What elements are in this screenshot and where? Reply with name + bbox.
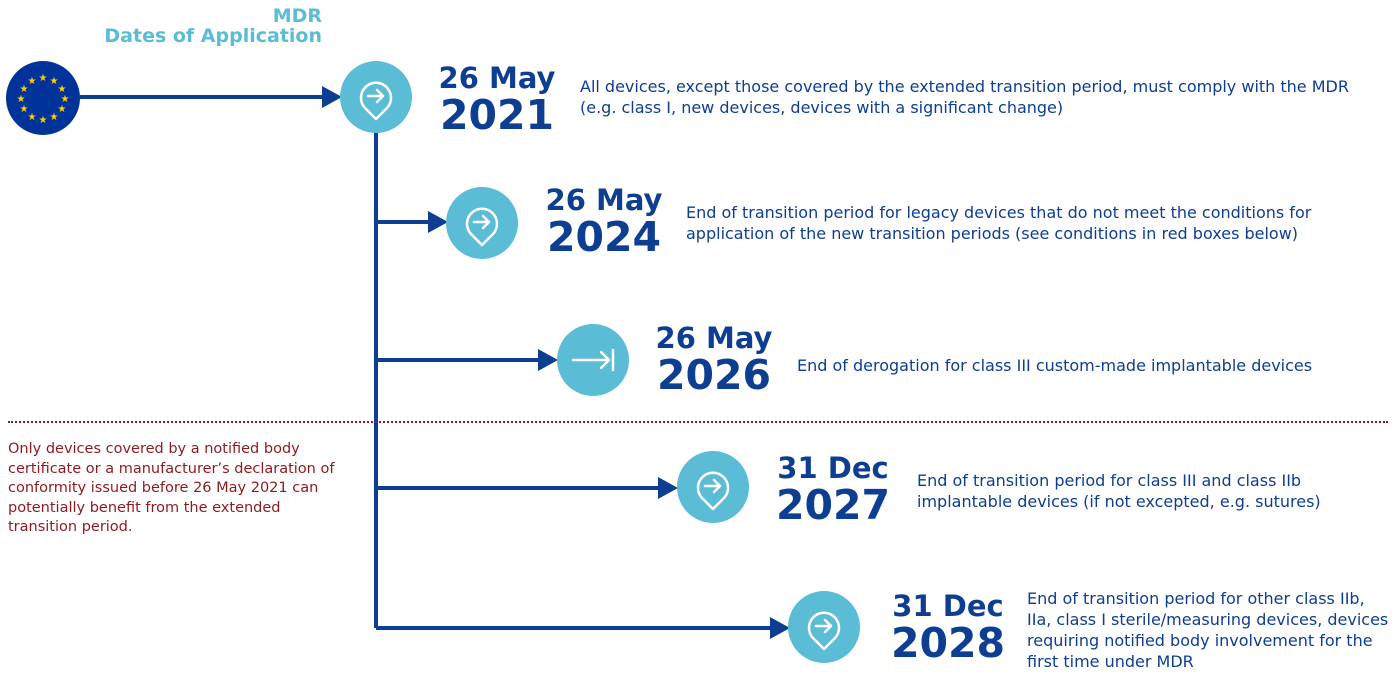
- conditions-note: Only devices covered by a notified body …: [8, 441, 335, 535]
- title-line-1: MDR: [272, 5, 322, 27]
- svg-text:★: ★: [50, 76, 59, 87]
- svg-text:★: ★: [17, 94, 26, 105]
- milestone-2028-date: 31 Dec 2028: [886, 590, 1010, 664]
- arrow-right-pin-icon: [359, 81, 393, 121]
- milestone-2028-icon: [788, 591, 860, 663]
- svg-text:★: ★: [50, 112, 59, 123]
- arrowhead-2028: [770, 617, 790, 639]
- arrowhead-2027: [658, 477, 678, 499]
- milestone-2024-day-month: 26 May: [545, 183, 663, 217]
- svg-text:★: ★: [39, 73, 48, 84]
- diagram-title: MDR Dates of Application: [64, 6, 322, 46]
- milestone-2021-description: All devices, except those covered by the…: [580, 77, 1349, 117]
- svg-text:★: ★: [61, 94, 70, 105]
- milestone-2028-day-month: 31 Dec: [892, 589, 1004, 623]
- svg-text:★: ★: [58, 104, 67, 115]
- milestone-2026-day-month: 26 May: [655, 321, 773, 355]
- milestone-2021-date: 26 May 2021: [438, 62, 556, 136]
- milestone-2028-description: End of transition period for other class…: [1027, 589, 1389, 671]
- milestone-2026-date: 26 May 2026: [652, 322, 776, 396]
- milestone-2027-day-month: 31 Dec: [777, 451, 889, 485]
- svg-text:★: ★: [20, 104, 29, 115]
- svg-text:★: ★: [28, 76, 37, 87]
- milestone-2024-year: 2024: [546, 213, 662, 261]
- svg-text:★: ★: [20, 84, 29, 95]
- milestone-2026-icon: [557, 324, 629, 396]
- arrowhead-2026: [538, 349, 558, 371]
- milestone-2024-date: 26 May 2024: [542, 184, 666, 258]
- arrow-right-pin-icon: [696, 471, 730, 511]
- milestone-2027-year: 2027: [775, 481, 891, 529]
- svg-text:★: ★: [58, 84, 67, 95]
- milestone-2024-description: End of transition period for legacy devi…: [686, 203, 1312, 243]
- arrow-to-bar-icon: [571, 348, 615, 372]
- milestone-2026-year: 2026: [656, 351, 772, 399]
- milestone-2021-icon: [340, 61, 412, 133]
- milestone-2027-icon: [677, 451, 749, 523]
- milestone-2026-description: End of derogation for class III custom-m…: [797, 356, 1313, 375]
- svg-text:★: ★: [28, 112, 37, 123]
- eu-flag-icon: ★ ★ ★ ★ ★ ★ ★ ★ ★ ★ ★ ★: [6, 61, 80, 135]
- arrow-right-pin-icon: [465, 207, 499, 247]
- svg-text:★: ★: [39, 115, 48, 126]
- milestone-2027-date: 31 Dec 2027: [772, 452, 894, 526]
- arrowhead-2021: [322, 86, 342, 108]
- milestone-2021-year: 2021: [439, 91, 555, 139]
- milestone-2027-description: End of transition period for class III a…: [917, 471, 1321, 511]
- arrowhead-2024: [428, 211, 448, 233]
- region-divider: [8, 421, 1388, 423]
- milestone-2024-icon: [446, 187, 518, 259]
- milestone-2028-year: 2028: [890, 619, 1006, 667]
- arrow-right-pin-icon: [807, 611, 841, 651]
- title-line-2: Dates of Application: [104, 25, 322, 47]
- milestone-2021-day-month: 26 May: [438, 61, 556, 95]
